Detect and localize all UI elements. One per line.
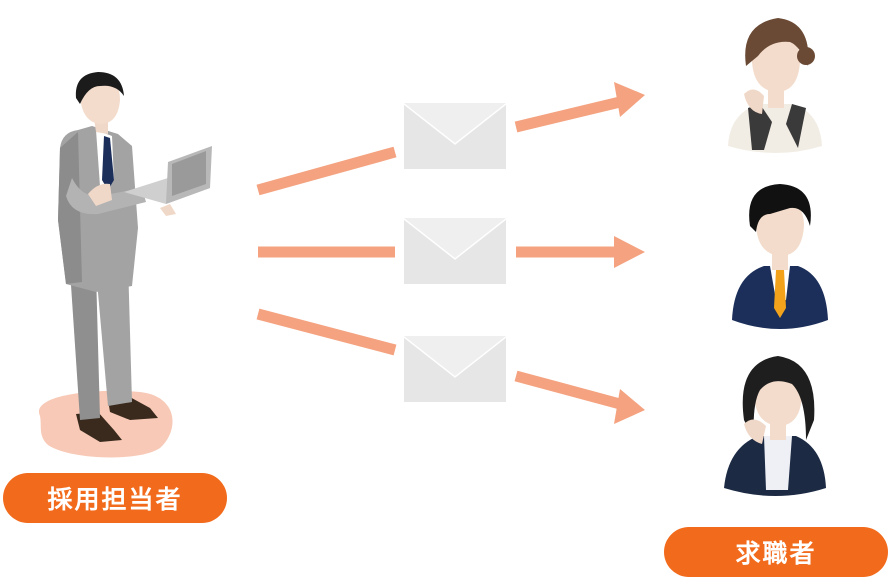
arrowhead-bottom bbox=[614, 389, 645, 424]
arrowhead-middle bbox=[614, 236, 645, 268]
envelope-icon bbox=[403, 334, 507, 402]
arrow-line-top-right bbox=[514, 96, 622, 133]
arrowhead-top bbox=[614, 82, 645, 117]
female-job-seeker-icon bbox=[728, 18, 822, 153]
arrowheads bbox=[614, 82, 645, 424]
female-job-seeker-suit-icon bbox=[724, 356, 826, 496]
envelope-icon bbox=[403, 216, 507, 284]
arrow-line-bottom-right bbox=[514, 370, 622, 410]
arrow-line-bottom-left bbox=[256, 308, 397, 356]
male-job-seeker-icon bbox=[732, 184, 828, 329]
message-flow-arrows bbox=[256, 96, 622, 410]
recruiter-label: 採用担当者 bbox=[3, 473, 227, 523]
businessman-with-laptop-icon bbox=[38, 72, 212, 458]
arrow-line-top-left bbox=[256, 146, 397, 196]
envelope-icon bbox=[403, 101, 507, 169]
job-seekers-label: 求職者 bbox=[664, 527, 888, 577]
